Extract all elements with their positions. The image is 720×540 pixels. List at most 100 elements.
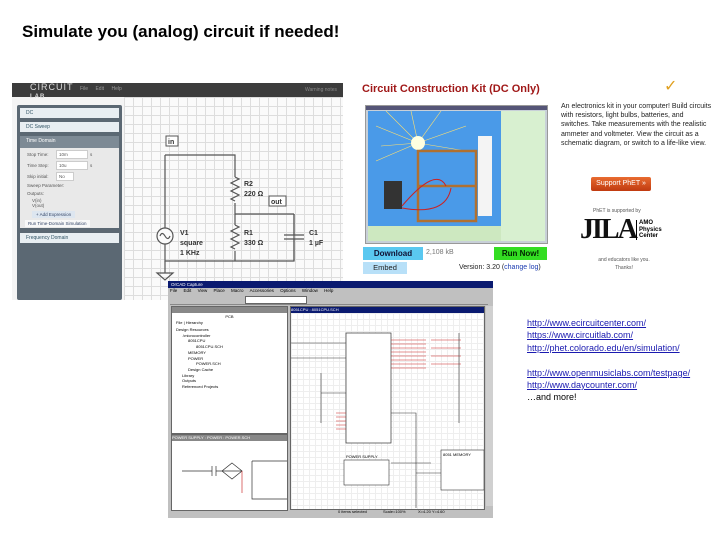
c1-value: 1 µF [309,240,324,247]
r2-value: 220 Ω [244,191,264,198]
amo-text: AMO [639,220,653,226]
status-scale: Scale=100% [383,509,406,514]
time-step-label: Time Step: [27,163,49,168]
orcad-capture-screenshot: OrCAD Capture File Edit View Place Macro… [168,281,493,518]
circuit-schematic: in out R2 220 Ω R1 330 Ω C1 1 µF V1 squa… [155,135,324,281]
menu-file[interactable]: File [80,86,89,92]
c1-name: C1 [309,230,318,237]
tree-item[interactable]: .\microcontroller [182,332,211,338]
status-selection: 0 items selected [338,509,367,514]
tab-file[interactable]: File [176,320,183,325]
section-frequency-domain[interactable]: Frequency Domain [20,233,119,243]
menu-item[interactable]: Macro [231,288,244,293]
panel-titlebar [172,307,287,313]
link-ecircuitcenter[interactable]: http://www.ecircuitcenter.com/ [527,318,647,328]
link-openmusiclabs[interactable]: http://www.openmusiclabs.com/testpage/ [527,367,691,378]
jila-logo: JILA AMO Physics Center [580,215,670,251]
support-phet-button[interactable]: Support PhET » [591,177,651,191]
run-simulation-button[interactable]: Run Time-Domain Simulation [25,220,90,227]
v1-name: V1 [180,230,189,237]
orcad-toolbar [170,295,488,305]
part-search-combo[interactable] [245,296,307,304]
tool-palette[interactable] [486,306,493,506]
power-schematic [182,460,287,500]
tree-item[interactable]: MEMORY [188,349,206,355]
phet-title: Circuit Construction Kit (DC Only) [362,83,540,95]
skip-initial-select[interactable]: No [56,172,74,181]
tree-item[interactable]: Outputs [182,378,197,384]
menu-edit[interactable]: Edit [95,86,105,92]
menu-item[interactable]: View [197,288,208,293]
tree-item[interactable]: POWER [188,355,204,361]
project-tree: Design Resources .\microcontroller 8051C… [176,327,223,390]
logo-text-lab: LAB [30,94,46,100]
output-vout: V(out) [32,203,45,208]
tree-item[interactable]: Design Resources [176,327,209,332]
and-more-text: …and more! [527,392,577,403]
node-in-label: in [168,139,174,146]
menu-item[interactable]: Edit [183,288,192,293]
change-log-link[interactable]: change log [504,264,539,271]
tree-item[interactable]: 8051CPU [188,338,206,344]
resistor-r1 [229,224,241,250]
link-daycounter[interactable]: http://www.daycounter.com/ [527,380,638,391]
menu-help[interactable]: Help [111,86,122,92]
educators-text: and educators like you. Thanks! [598,257,650,271]
orcad-titlebar: OrCAD Capture [168,281,493,288]
menu-item[interactable]: Accessories [249,288,274,293]
r1-value: 330 Ω [244,240,264,247]
menu-item[interactable]: Options [280,288,296,293]
schematic-window-title: 8051CPU : 8051CPU.SCH [291,307,484,313]
ground-icon [155,261,175,281]
link-circuitlab[interactable]: https://www.circuitlab.com/ [527,330,634,341]
download-size: 2,108 kB [426,249,454,256]
run-now-button[interactable]: Run Now! [494,247,547,260]
circuitlab-logo: CIRCUIT LAB [30,83,74,101]
section-dc[interactable]: DC [20,108,119,118]
center-text: Center [639,233,659,239]
resistor-r2 [229,176,241,202]
status-coords: X=4.20 Y=4.60 [418,509,445,514]
status-bar: 0 items selected Scale=100% X=4.20 Y=4.6… [168,509,493,518]
v1-frequency: 1 KHz [180,250,200,257]
menu-item[interactable]: Help [324,288,334,293]
skip-initial-label: Skip initial: [27,174,49,179]
logo-text: CIRCUIT [30,83,74,92]
r1-name: R1 [244,230,253,237]
schematic-window[interactable]: 8051CPU : 8051CPU.SCH POWER SUPPLY 8051 … [290,306,485,510]
tree-item[interactable]: Library [182,372,195,378]
orcad-menu: File Edit View Place Macro Accessories O… [170,288,333,293]
tree-item[interactable]: Design Cache [188,366,214,372]
tree-item[interactable]: POWER.SCH [196,361,221,367]
link-phet[interactable]: http://phet.colorado.edu/en/simulation/ [527,342,680,353]
stop-time-input[interactable]: 10m [56,150,88,159]
tree-item[interactable]: Referenced Projects [182,384,219,390]
sine-symbol [159,232,171,240]
add-expression-button[interactable]: + Add Expression [32,211,76,218]
tab-hierarchy[interactable]: Hierarchy [185,320,203,325]
project-tabs: File | Hierarchy [176,320,203,325]
tree-item[interactable]: 8051CPU.SCH [196,344,223,350]
link-list: http://www.ecircuitcenter.com/ https://w… [527,317,690,404]
schematic-canvas[interactable]: in out R2 220 Ω R1 330 Ω C1 1 µF V1 squa… [124,97,343,300]
v1-type: square [180,240,203,247]
node-out-label: out [271,199,283,206]
time-step-input[interactable]: 10u [56,161,88,170]
simulation-sidebar: DC DC Sweep Time Domain Stop Time: 10m s… [17,105,122,300]
section-dc-sweep[interactable]: DC Sweep [20,122,119,132]
menu-item[interactable]: File [170,288,178,293]
output-vin: V(in) [32,198,42,203]
phet-simulation-preview[interactable] [365,105,548,244]
embed-button[interactable]: Embed [363,262,407,274]
menu-item[interactable]: Window [301,288,318,293]
download-button[interactable]: Download [363,247,423,260]
time-domain-panel: Stop Time: 10m s Time Step: 10u s Skip i… [20,148,119,228]
stop-time-unit: s [90,152,93,157]
outputs-label: Outputs: [27,191,45,196]
r2-name: R2 [244,181,253,188]
section-time-domain[interactable]: Time Domain [20,136,119,148]
lower-window-title: POWER SUPPLY : POWER : POWER.SCH [172,435,287,441]
menu-item[interactable]: Place [213,288,225,293]
